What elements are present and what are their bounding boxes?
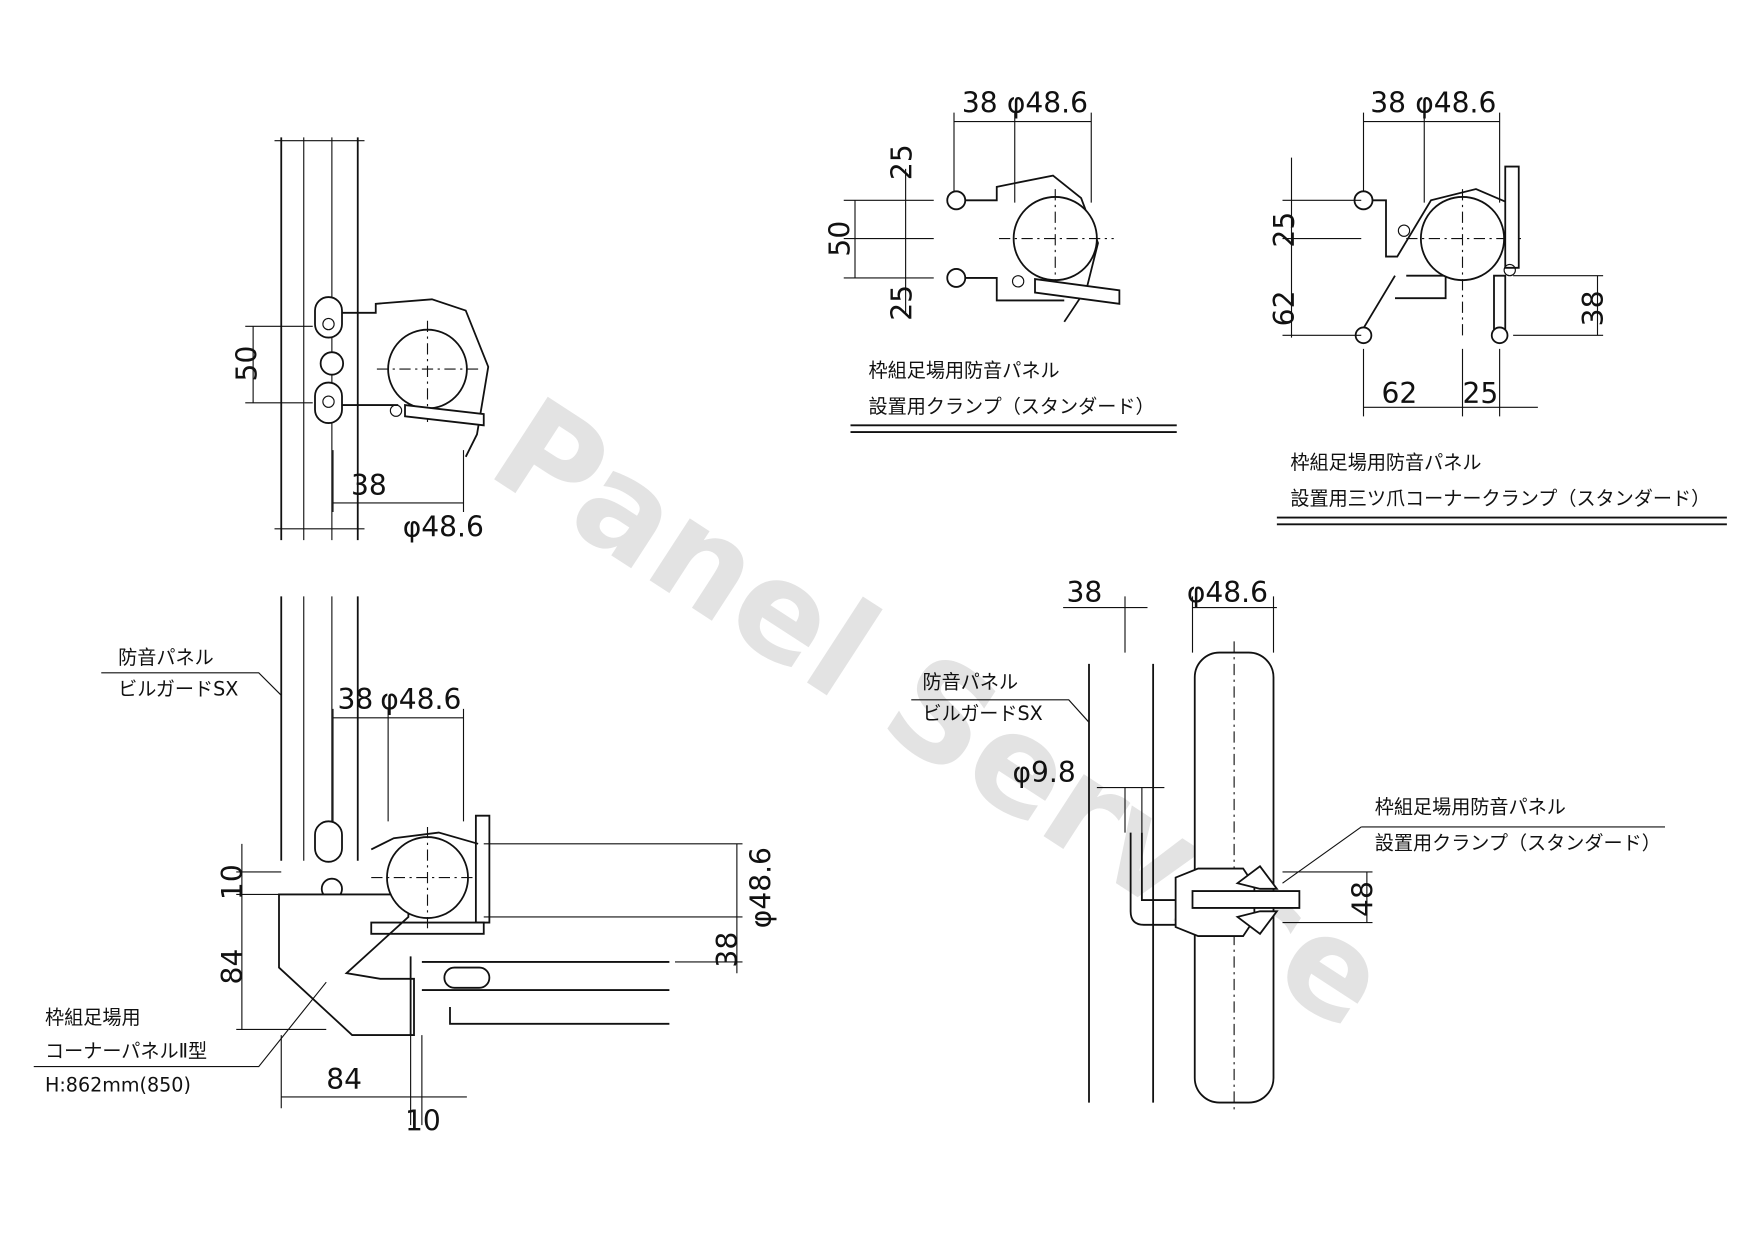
dim-38-vert: 38 — [1577, 291, 1610, 327]
caption-line1: 枠組足場用防音パネル — [1290, 451, 1481, 474]
caption-line1: 枠組足場用防音パネル — [869, 359, 1060, 382]
dim-phi48-6: φ48.6 — [403, 511, 484, 544]
dim-25-upper: 25 — [885, 144, 918, 180]
view-bottom-left: 38 φ48.6 10 84 φ48.6 38 84 10 防音パネル ビルガー… — [33, 596, 778, 1138]
dim-38: 38 — [1067, 576, 1103, 609]
dim-10-horiz: 10 — [405, 1105, 441, 1138]
dim-38: 38 — [338, 683, 374, 716]
view-top-right: 25 62 38 38 φ48.6 62 25 枠組足場用防音パネル 設置用三ツ… — [1268, 87, 1727, 526]
dim-25-horiz: 25 — [1463, 377, 1499, 410]
view-top-left: 50 38 φ48.6 — [231, 137, 490, 544]
dim-38-vert: 38 — [711, 932, 744, 968]
dim-62-horiz: 62 — [1382, 377, 1418, 410]
label-panel-line1: 防音パネル — [923, 671, 1019, 694]
caption-line2: 設置用三ツ爪コーナークランプ（スタンダード） — [1290, 487, 1710, 510]
caption-line2: 設置用クランプ（スタンダード） — [869, 395, 1155, 418]
label-clamp-line2: 設置用クランプ（スタンダード） — [1375, 831, 1661, 854]
dim-38-top: 38 — [962, 87, 998, 120]
dim-phi48-6: φ48.6 — [1187, 576, 1268, 609]
label-panel-line1: 防音パネル — [118, 646, 214, 669]
label-panel-line2: ビルガードSX — [118, 677, 238, 700]
dim-phi48-6: φ48.6 — [380, 683, 461, 716]
dim-phi9-8: φ9.8 — [1013, 756, 1076, 789]
dim-phi48-6: φ48.6 — [1007, 87, 1088, 120]
dim-phi48-6: φ48.6 — [1415, 87, 1496, 120]
dim-62-vert: 62 — [1268, 291, 1301, 327]
label-panel-line2: ビルガードSX — [923, 702, 1043, 725]
view-top-middle: 38 φ48.6 25 50 25 枠組足場用防音パネル 設置用クランプ（スタン… — [823, 87, 1177, 433]
view-bottom-right: 38 φ48.6 φ9.8 48 防音パネル ビルガードSX 枠組足場用防音パネ… — [911, 576, 1665, 1114]
dim-10-vert: 10 — [216, 864, 249, 900]
dim-25-lower: 25 — [885, 285, 918, 321]
dim-84-vert: 84 — [216, 949, 249, 985]
label-corner-line3: H:862mm(850) — [45, 1073, 191, 1096]
dim-48: 48 — [1347, 881, 1380, 917]
dim-25: 25 — [1268, 212, 1301, 248]
dim-38: 38 — [351, 469, 387, 502]
dim-50: 50 — [231, 346, 264, 382]
dim-38: 38 — [1370, 87, 1406, 120]
dim-50: 50 — [823, 221, 856, 257]
label-clamp-line1: 枠組足場用防音パネル — [1375, 795, 1566, 818]
dim-84-horiz: 84 — [326, 1063, 362, 1096]
label-corner-line2: コーナーパネルⅡ型 — [45, 1040, 207, 1063]
label-corner-line1: 枠組足場用 — [45, 1006, 141, 1029]
dim-phi48-6-vert: φ48.6 — [745, 847, 778, 928]
